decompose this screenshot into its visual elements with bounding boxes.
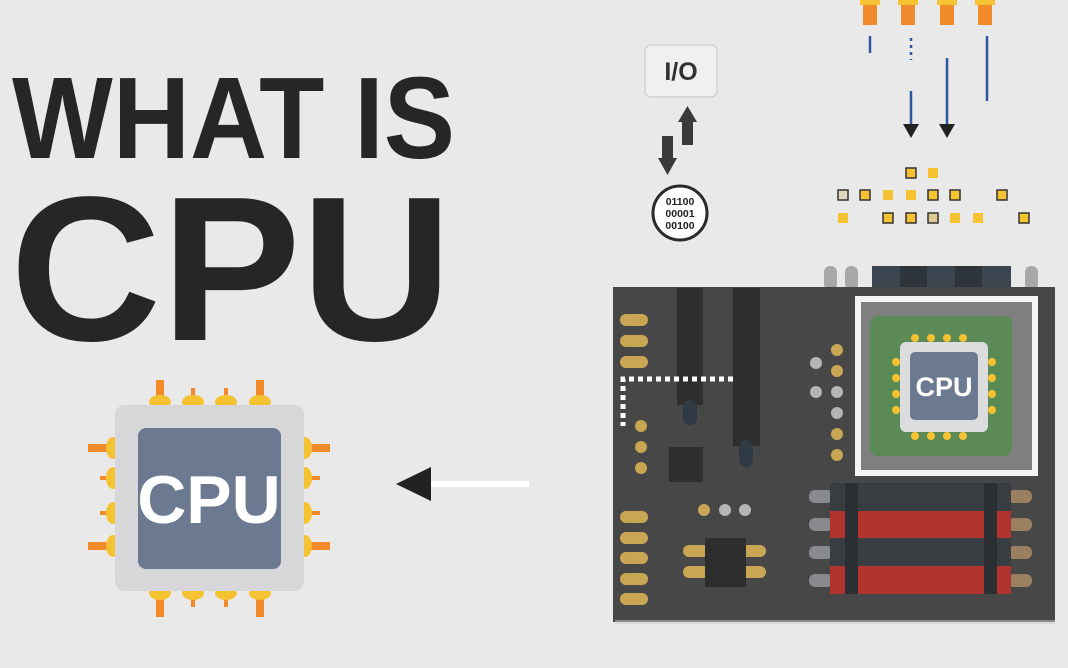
dotted-trace <box>620 376 733 426</box>
binary-data-icon: 01100 00001 00100 <box>651 184 709 242</box>
data-bits <box>837 167 1030 224</box>
down-arrow-icons <box>903 124 955 138</box>
small-chip <box>669 447 703 482</box>
title-line-2: CPU <box>10 154 452 384</box>
board-connector <box>872 266 1011 290</box>
binary-line: 00001 <box>665 208 694 220</box>
arrow-left-icon <box>396 467 529 501</box>
chip-core <box>138 428 281 569</box>
motherboard: CPU <box>613 266 1055 624</box>
title-line-1: WHAT IS <box>12 53 455 183</box>
board-chip-label: CPU <box>915 372 972 402</box>
cpu-socket: CPU <box>855 296 1038 476</box>
probe-pins <box>860 0 995 25</box>
gold-pads <box>620 314 648 605</box>
io-box: I/O <box>644 44 718 98</box>
binary-line: 01100 <box>666 196 695 208</box>
board-knobs <box>824 266 1038 290</box>
ram-module <box>809 483 1032 594</box>
cpu-chip-icon: CPU <box>88 380 330 617</box>
ic-chip <box>683 538 766 587</box>
up-down-arrows-icon <box>658 106 697 175</box>
io-label: I/O <box>664 58 697 86</box>
chip-label: CPU <box>137 462 281 538</box>
board-dots <box>635 344 843 516</box>
expansion-slots <box>677 288 760 467</box>
data-lines <box>868 36 989 126</box>
binary-line: 00100 <box>665 220 694 232</box>
chip-pins-orange <box>88 380 330 617</box>
